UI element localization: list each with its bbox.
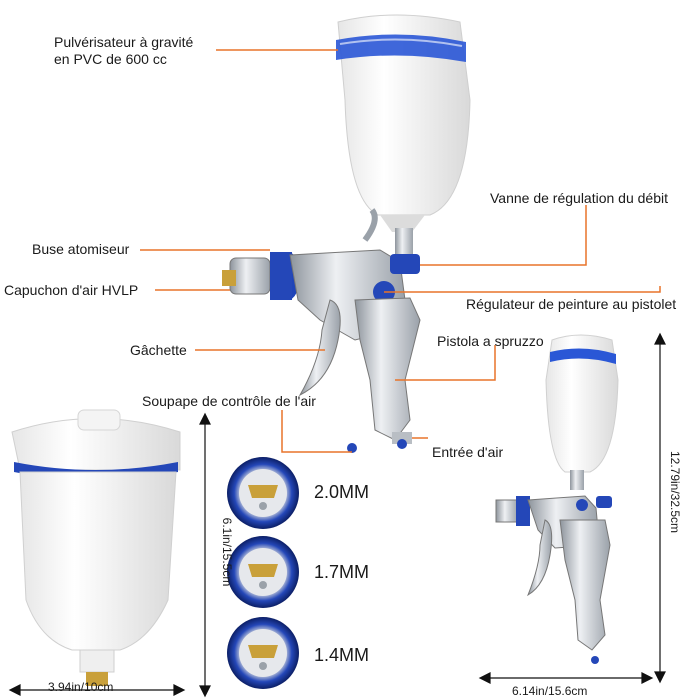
main-gravity-cup [336,14,471,232]
nozzle-ring-3 [227,617,299,689]
label-air-control-valve: Soupape de contrôle de l'air [142,393,316,409]
label-trigger: Gâchette [130,342,187,358]
nozzle-ring-1 [227,457,299,529]
callout-lines [140,49,661,453]
label-atomizer-nozzle: Buse atomiseur [32,241,130,257]
label-flow-valve: Vanne de régulation du débit [490,190,668,206]
label-spray-gun: Pistola a spruzzo [437,333,544,349]
gun-dimension-arrows [478,332,666,684]
nozzle-ring-2 [227,536,299,608]
cup-width-label: 3.94in/10cm [48,680,114,694]
gun-height-label: 12.79in/32.5cm [668,450,682,534]
label-air-inlet: Entrée d'air [432,444,504,460]
main-spray-gun [222,208,421,453]
label-gravity-cup: Pulvérisateur à gravité en PVC de 600 cc [54,34,194,67]
nozzle-size-label: 1.4MM [314,645,370,665]
label-paint-regulator: Régulateur de peinture au pistolet [466,296,677,312]
cup-dimension-arrows [8,412,211,698]
nozzle-size-label: 2.0MM [314,482,370,502]
detached-cup [11,409,181,686]
gun-width-label: 6.14in/15.6cm [512,684,588,698]
cup-height-label: 6.1in/15.5cm [220,517,234,587]
label-air-cap: Capuchon d'air HVLP [4,282,139,298]
small-spray-gun [495,334,619,664]
nozzle-size-label: 1.7MM [314,562,370,582]
